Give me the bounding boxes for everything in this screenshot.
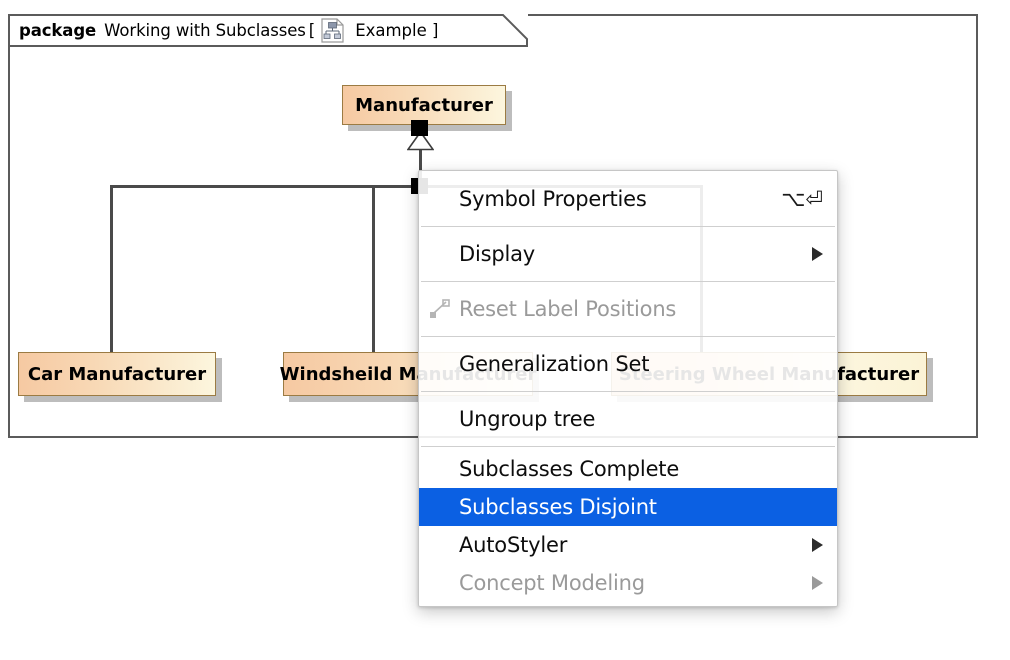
class-box-manufacturer[interactable]: Manufacturer [342,85,506,125]
menu-item-generalization-set[interactable]: Generalization Set [419,340,837,388]
menu-item-subclasses-complete[interactable]: Subclasses Complete [419,450,837,488]
class-diagram-icon [321,18,344,43]
submenu-arrow-icon [812,538,823,552]
generalization-triangle [407,131,434,151]
menu-item-reset-label-positions: Reset Label Positions [419,285,837,333]
generalization-branch-car [110,185,113,353]
menu-separator [421,226,835,227]
generalization-stem [419,128,422,186]
class-name-car-manufacturer: Car Manufacturer [27,363,207,385]
submenu-arrow-icon [812,247,823,261]
menu-separator [421,336,835,337]
menu-separator [421,391,835,392]
generalization-bus [110,185,421,188]
context-menu[interactable]: Symbol Properties ⌥⏎ Display Reset Label… [418,170,838,607]
menu-item-label: Display [459,242,536,266]
package-bracket-close: ] [432,21,439,40]
selection-handle-top[interactable] [411,120,428,136]
package-diagram-name-wrap: Example ] [355,21,438,40]
menu-item-label: AutoStyler [459,533,568,557]
menu-item-symbol-properties[interactable]: Symbol Properties ⌥⏎ [419,175,837,223]
generalization-branch-windsheild [372,185,375,353]
menu-item-label: Ungroup tree [459,407,596,431]
menu-item-shortcut: ⌥⏎ [781,187,823,211]
menu-item-label: Subclasses Complete [459,457,680,481]
package-header-tab[interactable]: package Working with Subclasses [ Exampl… [8,14,528,47]
menu-item-concept-modeling: Concept Modeling [419,564,837,602]
package-tab-shape [8,14,528,47]
menu-item-label: Reset Label Positions [459,297,677,321]
menu-item-label: Subclasses Disjoint [459,495,657,519]
menu-item-ungroup-tree[interactable]: Ungroup tree [419,395,837,443]
class-box-car-manufacturer[interactable]: Car Manufacturer [18,352,216,396]
package-diagram-name: Example [355,21,427,40]
menu-separator [421,446,835,447]
menu-item-subclasses-disjoint[interactable]: Subclasses Disjoint [419,488,837,526]
package-name: Working with Subclasses [104,21,306,40]
submenu-arrow-icon [812,576,823,590]
package-bracket-open: [ [308,21,316,40]
package-keyword: package [19,21,97,40]
menu-separator [421,281,835,282]
menu-item-label: Generalization Set [459,352,650,376]
menu-item-autostyler[interactable]: AutoStyler [419,526,837,564]
class-name-manufacturer: Manufacturer [355,94,493,116]
menu-item-display[interactable]: Display [419,230,837,278]
menu-item-label: Concept Modeling [459,571,645,595]
menu-item-label: Symbol Properties [459,187,647,211]
reset-label-positions-icon [429,298,451,320]
